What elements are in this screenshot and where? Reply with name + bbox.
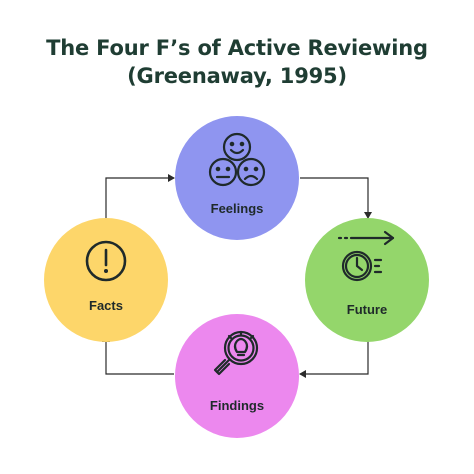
node-findings: Findings (175, 314, 299, 438)
title-line-1: The Four F’s of Active Reviewing (46, 36, 428, 60)
faces-icon (208, 132, 266, 187)
node-label-feelings: Feelings (210, 201, 264, 216)
title-line-2: (Greenaway, 1995) (127, 64, 347, 88)
arrow-feelings-to-future (300, 177, 372, 219)
node-future: Future (305, 218, 429, 342)
magnifier-bulb-icon (213, 330, 259, 376)
arrow-findings-to-facts (102, 335, 174, 375)
node-label-future: Future (346, 302, 388, 317)
exclamation-icon (85, 240, 127, 282)
node-label-findings: Findings (209, 398, 265, 413)
clock-arrow-icon (337, 230, 395, 282)
arrow-future-to-findings (299, 334, 369, 378)
node-facts: Facts (44, 218, 168, 342)
node-label-facts: Facts (89, 298, 123, 313)
node-feelings: Feelings (175, 116, 299, 240)
